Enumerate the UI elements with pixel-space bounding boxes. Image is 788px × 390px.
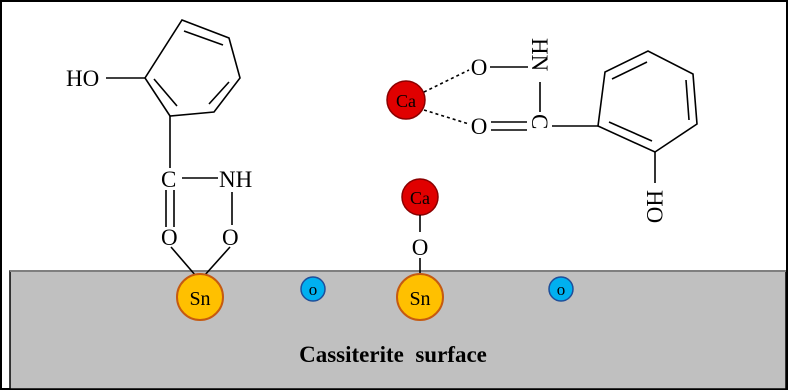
top-hn-label: HN bbox=[527, 38, 552, 72]
surface-caption: Cassiterite surface bbox=[299, 342, 487, 367]
surface-oxygen-atom-2 bbox=[548, 276, 574, 302]
top-ring-inner-bond-3 bbox=[608, 121, 653, 142]
right-ho-label: HO bbox=[642, 190, 667, 223]
left-sn-label: Sn bbox=[189, 288, 210, 310]
top-ring-inner-bond-1 bbox=[611, 61, 648, 80]
left-hydroxyl-o-label: O bbox=[222, 225, 239, 250]
left-ho-label: HO bbox=[66, 66, 99, 91]
left-ring-inner-bond-3 bbox=[153, 78, 178, 107]
left-nh-label: NH bbox=[219, 167, 252, 192]
left-c-label: C bbox=[161, 167, 176, 192]
top-ca-label: Ca bbox=[396, 91, 416, 111]
top-molecule bbox=[423, 50, 698, 183]
left-ring-inner-bond-1 bbox=[183, 30, 224, 46]
left-o-sn-bond-1 bbox=[170, 246, 197, 277]
left-o-sn-bond-2 bbox=[203, 246, 231, 277]
top-ca-atom bbox=[386, 80, 426, 120]
top-o-label-1: O bbox=[471, 55, 488, 80]
left-ring-inner-bond-2 bbox=[208, 81, 230, 105]
surface-oxygen-label-1: o bbox=[309, 280, 318, 299]
middle-sn-label: Sn bbox=[409, 288, 430, 310]
left-molecule bbox=[106, 19, 241, 277]
top-c-label: C bbox=[527, 114, 552, 129]
middle-ca-label: Ca bbox=[410, 188, 430, 208]
surface-oxygen-atom-1 bbox=[300, 276, 326, 302]
left-carbonyl-o-label: O bbox=[161, 225, 178, 250]
top-ca-o-dotted-bond-1 bbox=[423, 69, 470, 93]
left-sn-atom bbox=[176, 273, 224, 321]
surface-oxygen-label-2: o bbox=[557, 280, 566, 299]
middle-sn-atom bbox=[396, 273, 444, 321]
top-o-label-2: O bbox=[471, 114, 488, 139]
left-molecule-labels: HO C NH O O bbox=[66, 66, 252, 250]
top-ring-inner-bond-2 bbox=[685, 79, 690, 121]
middle-o-label: O bbox=[412, 235, 429, 260]
top-ca-o-dotted-bond-2 bbox=[423, 109, 470, 125]
